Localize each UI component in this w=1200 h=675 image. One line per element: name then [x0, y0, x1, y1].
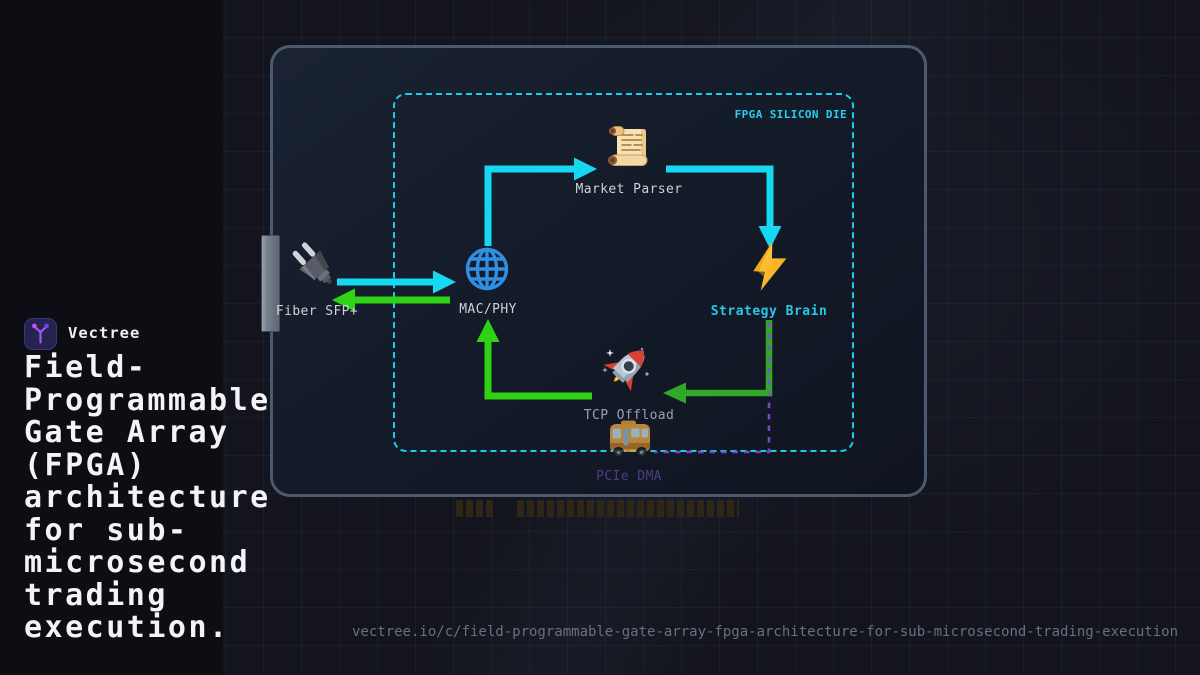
plug-icon [292, 242, 332, 285]
branch-icon [32, 323, 49, 344]
scroll-icon [607, 126, 648, 166]
node-label-strategy: Strategy Brain [710, 304, 828, 319]
footer-url: vectree.io/c/field-programmable-gate-arr… [352, 624, 1179, 640]
brand-name: Vectree [68, 324, 141, 342]
node-label-macphy: MAC/PHY [459, 302, 517, 317]
rocket-icon [602, 347, 649, 392]
chip-pins [456, 500, 496, 517]
bus-icon [610, 420, 650, 459]
vectree-logo [24, 318, 57, 350]
node-label-parser: Market Parser [575, 182, 683, 197]
node-label-fiber: Fiber SFP+ [275, 304, 359, 319]
fpga-chip-card [270, 45, 927, 497]
chip-pins [517, 500, 739, 517]
lightning-icon [753, 241, 787, 291]
node-label-tcp: TCP Offload [583, 408, 675, 423]
sfp-cage [261, 235, 280, 332]
page-title: Field-Programmable Gate Array (FPGA) arc… [24, 350, 271, 645]
die-label: FPGA SILICON DIE [734, 108, 847, 121]
node-label-pcie: PCIe DMA [596, 469, 662, 484]
globe-icon [465, 247, 509, 291]
